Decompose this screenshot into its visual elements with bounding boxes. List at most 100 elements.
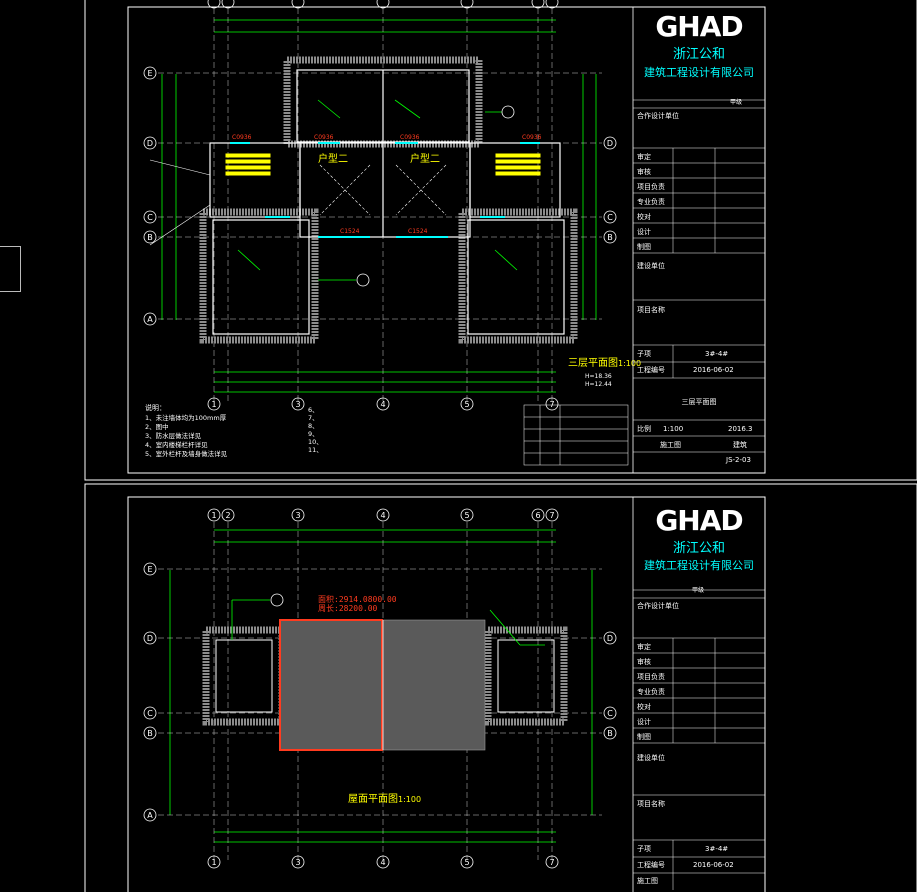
axis2-D-right: D bbox=[607, 634, 613, 643]
company-logo-1: GHAD bbox=[655, 10, 742, 43]
axis-3-bottom: 3 bbox=[295, 400, 300, 409]
axis-D-right: D bbox=[607, 139, 613, 148]
role-5: 校对 bbox=[637, 212, 651, 221]
sheet-frame-1 bbox=[84, 0, 917, 481]
note-right-8: 8、 bbox=[308, 422, 319, 430]
svg-text:C0936: C0936 bbox=[232, 134, 252, 141]
partner-label-2: 合作设计单位 bbox=[637, 601, 679, 610]
company-name-2-line1: 浙江公和 bbox=[673, 541, 725, 556]
note-right-7: 7、 bbox=[308, 414, 319, 422]
date-value-1: 2016.3 bbox=[728, 425, 753, 433]
axis2-4-bottom: 4 bbox=[380, 858, 385, 867]
job-label-1: 工程编号 bbox=[637, 365, 665, 374]
axis2-A-left: A bbox=[147, 811, 153, 820]
job-label-2: 工程编号 bbox=[637, 860, 665, 869]
job-value-1: 2016-06-02 bbox=[693, 366, 734, 374]
room-label-left: 户型二 bbox=[318, 152, 348, 165]
axis2-7-top: 7 bbox=[549, 511, 554, 520]
svg-text:C1524: C1524 bbox=[340, 228, 360, 235]
axis-bubbles-top-1 bbox=[207, 0, 559, 411]
axis2-2-top: 2 bbox=[225, 511, 230, 520]
axis2-5-top: 5 bbox=[464, 511, 469, 520]
axis-C-right: C bbox=[607, 213, 613, 222]
note-left-1: 1、未注墙体均为100mm厚 bbox=[145, 413, 227, 422]
axis2-C-left: C bbox=[147, 709, 153, 718]
role-7: 制图 bbox=[637, 242, 651, 251]
major-value-1: 建筑 bbox=[733, 440, 747, 449]
svg-text:C0936: C0936 bbox=[400, 134, 420, 141]
axis2-1-top: 1 bbox=[211, 511, 216, 520]
plan-title-2: 屋面平面图 bbox=[348, 793, 398, 805]
partner-label-1: 合作设计单位 bbox=[637, 111, 679, 120]
axis-B-right: B bbox=[607, 233, 613, 242]
role2-4: 专业负责 bbox=[637, 687, 665, 696]
company-name-1-line2: 建筑工程设计有限公司 bbox=[644, 65, 754, 79]
elevation-note-1: H=18.36 bbox=[585, 373, 612, 380]
sub-label-2: 子项 bbox=[637, 845, 651, 853]
project-label-1: 项目名称 bbox=[637, 305, 665, 314]
axis2-E-left: E bbox=[147, 565, 152, 574]
role2-2: 审核 bbox=[637, 657, 651, 666]
scale-value-1: 1:100 bbox=[663, 425, 683, 433]
plan-roof: 面积:2914.0800.00 周长:28200.00 1 2 3 4 5 6 … bbox=[143, 508, 617, 869]
axis2-3-bottom: 3 bbox=[295, 858, 300, 867]
axis-1-bottom: 1 bbox=[211, 400, 216, 409]
svg-text:C0936: C0936 bbox=[522, 134, 542, 141]
axis-A-left: A bbox=[147, 315, 153, 324]
side-panel-handle[interactable] bbox=[0, 246, 21, 292]
note-left-2: 2、图中 bbox=[145, 422, 169, 431]
elevation-note-2: H=12.44 bbox=[585, 381, 612, 388]
project-label-2: 项目名称 bbox=[637, 799, 665, 808]
title-block-2: GHAD 浙江公和 建筑工程设计有限公司 甲级 合作设计单位 审定 审核 项目负… bbox=[632, 496, 766, 892]
plan-scale-1: 1:100 bbox=[618, 359, 641, 368]
role2-3: 项目负责 bbox=[637, 672, 665, 681]
axis-D-left: D bbox=[147, 139, 153, 148]
note-right-9: 9、 bbox=[308, 430, 319, 438]
plan-title-1: 三层平面图 bbox=[568, 357, 618, 369]
axis2-3-top: 3 bbox=[295, 511, 300, 520]
sheet-number-1: JS-2-03 bbox=[725, 456, 751, 464]
legend-table bbox=[523, 404, 629, 466]
axis2-C-right: C bbox=[607, 709, 613, 718]
notes-header: 说明： bbox=[145, 403, 166, 412]
role-1: 审定 bbox=[637, 152, 651, 161]
axis2-5-bottom: 5 bbox=[464, 858, 469, 867]
axis-4-bottom: 4 bbox=[380, 400, 385, 409]
note-left-5: 5、室外栏杆及墙身做法详见 bbox=[145, 449, 228, 458]
role-3: 项目负责 bbox=[637, 182, 665, 191]
stage-value-1: 施工图 bbox=[660, 440, 681, 449]
note-right-10: 10、 bbox=[308, 438, 323, 446]
cert-label-2: 甲级 bbox=[692, 586, 704, 594]
roof-selection-outline[interactable] bbox=[279, 619, 383, 751]
scale-label-1: 比例 bbox=[637, 424, 651, 433]
stage-label-2: 施工图 bbox=[637, 876, 658, 885]
axis2-D-left: D bbox=[147, 634, 153, 643]
owner-label-2: 建设单位 bbox=[637, 753, 665, 762]
svg-text:C0936: C0936 bbox=[314, 134, 334, 141]
sheet-frame-2 bbox=[84, 483, 917, 892]
note-right-11: 11、 bbox=[308, 446, 323, 454]
axis-C-left: C bbox=[147, 213, 153, 222]
company-name-1-line1: 浙江公和 bbox=[673, 47, 725, 62]
company-name-2-line2: 建筑工程设计有限公司 bbox=[644, 558, 754, 572]
axis-B-left: B bbox=[147, 233, 153, 242]
axis-E-left: E bbox=[147, 69, 152, 78]
room-label-right: 户型二 bbox=[410, 152, 440, 165]
axis-5-bottom: 5 bbox=[464, 400, 469, 409]
note-left-3: 3、防水层做法详见 bbox=[145, 431, 202, 440]
job-value-2: 2016-06-02 bbox=[693, 861, 734, 869]
role2-1: 审定 bbox=[637, 642, 651, 651]
sub-label-1: 子项 bbox=[637, 350, 651, 358]
sub-value-1: 3#-4# bbox=[705, 350, 728, 358]
role-2: 审核 bbox=[637, 167, 651, 176]
sub-value-2: 3#-4# bbox=[705, 845, 728, 853]
axis2-7-bottom: 7 bbox=[549, 858, 554, 867]
axis2-4-top: 4 bbox=[380, 511, 385, 520]
role2-6: 设计 bbox=[637, 717, 651, 726]
drawing-title-1: 三层平面图 bbox=[682, 398, 717, 406]
perimeter-note: 周长:28200.00 bbox=[318, 603, 378, 613]
axis2-B-left: B bbox=[147, 729, 153, 738]
role-4: 专业负责 bbox=[637, 197, 665, 206]
role2-7: 制图 bbox=[637, 732, 651, 741]
